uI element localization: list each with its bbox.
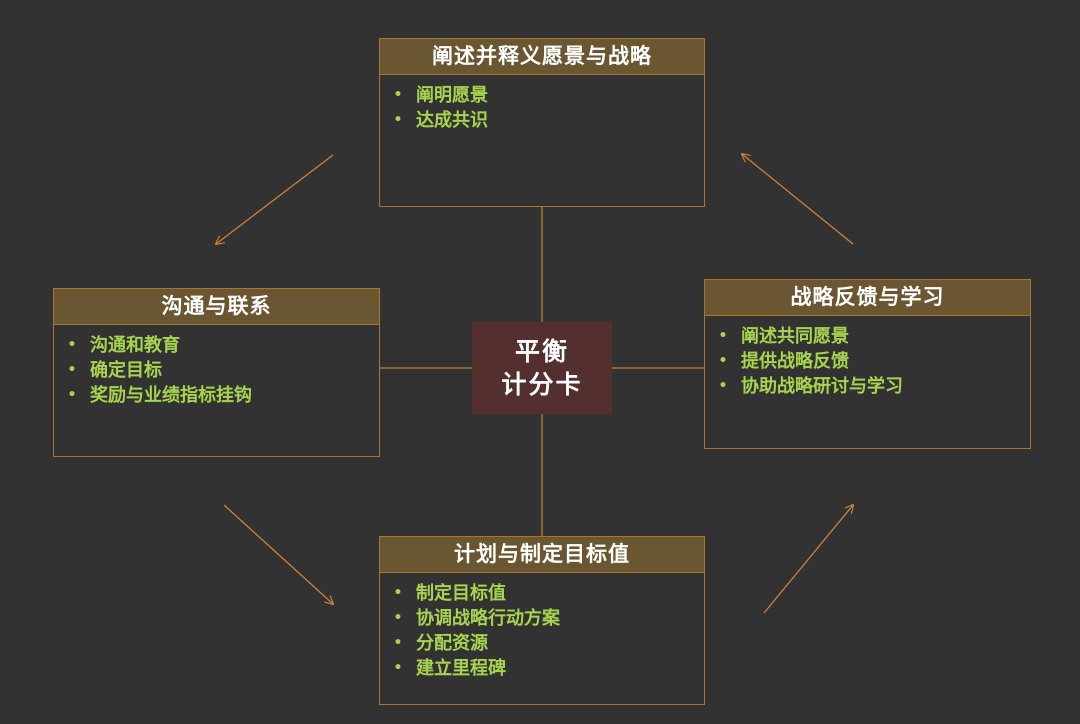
arrow-top-to-left <box>216 154 334 244</box>
bullet-icon: • <box>393 610 403 626</box>
bullet-icon: • <box>718 353 728 369</box>
item-list: • 沟通和教育 • 确定目标 • 奖励与业绩指标挂钩 <box>54 325 379 408</box>
box-title: 阐述并释义愿景与战略 <box>380 39 704 75</box>
box-communication-linking: 沟通与联系 • 沟通和教育 • 确定目标 • 奖励与业绩指标挂钩 <box>53 288 380 457</box>
bullet-icon: • <box>393 87 403 103</box>
box-title: 战略反馈与学习 <box>705 280 1030 316</box>
bullet-icon: • <box>718 378 728 394</box>
item-text: 达成共识 <box>416 110 488 131</box>
bullet-icon: • <box>67 387 77 403</box>
item-list: • 制定目标值 • 协调战略行动方案 • 分配资源 • 建立里程碑 <box>380 573 704 681</box>
list-item: • 阐明愿景 <box>380 83 704 108</box>
center-title-line-1: 平衡 <box>514 337 569 366</box>
list-item: • 协助战略研讨与学习 <box>705 374 1030 399</box>
bullet-icon: • <box>67 337 77 353</box>
bullet-icon: • <box>393 585 403 601</box>
bullet-icon: • <box>393 635 403 651</box>
item-list: • 阐明愿景 • 达成共识 <box>380 75 704 133</box>
arrow-left-to-bottom <box>223 504 333 604</box>
bullet-icon: • <box>718 328 728 344</box>
list-item: • 协调战略行动方案 <box>380 606 704 631</box>
item-list: • 阐述共同愿景 • 提供战略反馈 • 协助战略研讨与学习 <box>705 316 1030 399</box>
item-text: 阐述共同愿景 <box>741 326 849 347</box>
center-node-balanced-scorecard: 平衡 计分卡 <box>472 322 612 414</box>
list-item: • 达成共识 <box>380 108 704 133</box>
list-item: • 提供战略反馈 <box>705 349 1030 374</box>
list-item: • 分配资源 <box>380 631 704 656</box>
list-item: • 确定目标 <box>54 358 379 383</box>
item-text: 阐明愿景 <box>416 85 488 106</box>
item-text: 协调战略行动方案 <box>416 608 560 629</box>
arrow-right-to-top <box>742 154 854 245</box>
center-title-line-2: 计分卡 <box>501 370 583 399</box>
list-item: • 奖励与业绩指标挂钩 <box>54 383 379 408</box>
item-text: 奖励与业绩指标挂钩 <box>90 385 252 406</box>
item-text: 确定目标 <box>90 360 162 381</box>
item-text: 提供战略反馈 <box>741 351 849 372</box>
box-title: 计划与制定目标值 <box>380 537 704 573</box>
bullet-icon: • <box>393 660 403 676</box>
list-item: • 制定目标值 <box>380 581 704 606</box>
list-item: • 建立里程碑 <box>380 656 704 681</box>
item-text: 沟通和教育 <box>90 335 180 356</box>
box-feedback-learning: 战略反馈与学习 • 阐述共同愿景 • 提供战略反馈 • 协助战略研讨与学习 <box>704 279 1031 449</box>
bullet-icon: • <box>67 362 77 378</box>
item-text: 分配资源 <box>416 633 488 654</box>
box-vision-strategy: 阐述并释义愿景与战略 • 阐明愿景 • 达成共识 <box>379 38 705 207</box>
item-text: 建立里程碑 <box>416 658 506 679</box>
box-planning-targets: 计划与制定目标值 • 制定目标值 • 协调战略行动方案 • 分配资源 • 建立里程碑 <box>379 536 705 705</box>
item-text: 协助战略研讨与学习 <box>741 376 903 397</box>
box-title: 沟通与联系 <box>54 289 379 325</box>
list-item: • 阐述共同愿景 <box>705 324 1030 349</box>
list-item: • 沟通和教育 <box>54 333 379 358</box>
arrow-bottom-to-right <box>763 505 853 614</box>
item-text: 制定目标值 <box>416 583 506 604</box>
bullet-icon: • <box>393 112 403 128</box>
